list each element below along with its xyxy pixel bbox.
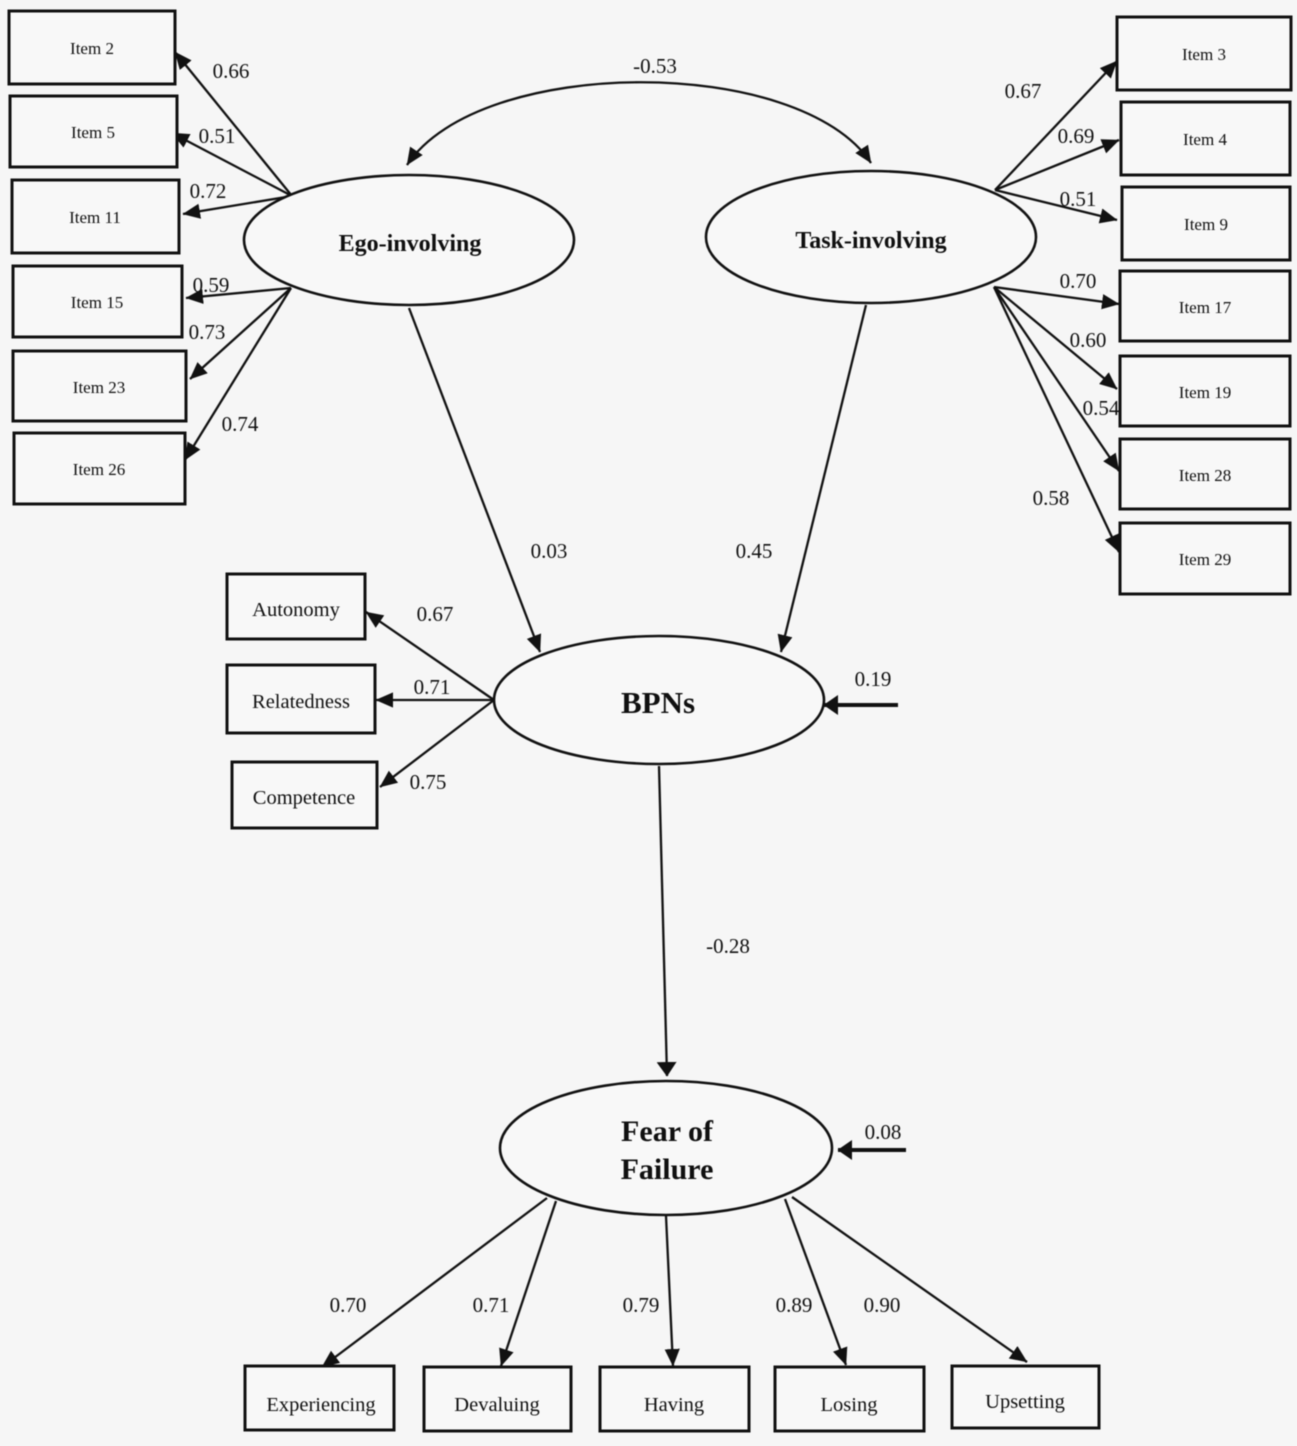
svg-text:BPNs: BPNs <box>621 685 695 720</box>
svg-text:0.66: 0.66 <box>213 59 250 83</box>
svg-text:Item 26: Item 26 <box>73 460 125 479</box>
svg-text:0.70: 0.70 <box>1060 269 1097 293</box>
svg-text:Item 29: Item 29 <box>1179 550 1231 569</box>
svg-text:Item 19: Item 19 <box>1179 383 1231 402</box>
svg-text:0.71: 0.71 <box>414 675 451 699</box>
svg-text:0.59: 0.59 <box>193 273 230 297</box>
svg-text:Upsetting: Upsetting <box>985 1391 1065 1413</box>
svg-text:Item 4: Item 4 <box>1183 130 1227 149</box>
svg-text:0.54: 0.54 <box>1083 396 1120 420</box>
svg-text:Item 2: Item 2 <box>70 39 114 58</box>
svg-text:Item 17: Item 17 <box>1179 298 1232 317</box>
svg-text:0.70: 0.70 <box>330 1293 367 1317</box>
svg-text:0.45: 0.45 <box>736 539 773 563</box>
svg-text:Autonomy: Autonomy <box>252 599 340 621</box>
svg-text:Failure: Failure <box>621 1153 714 1186</box>
svg-text:0.67: 0.67 <box>417 602 454 626</box>
svg-text:0.58: 0.58 <box>1033 486 1070 510</box>
svg-text:0.75: 0.75 <box>410 770 447 794</box>
svg-text:Item 9: Item 9 <box>1184 215 1228 234</box>
svg-text:0.19: 0.19 <box>855 667 892 691</box>
svg-text:Item 5: Item 5 <box>71 123 115 142</box>
svg-text:0.90: 0.90 <box>864 1293 901 1317</box>
svg-text:0.72: 0.72 <box>190 179 227 203</box>
svg-text:Relatedness: Relatedness <box>252 691 350 713</box>
svg-text:Item 11: Item 11 <box>69 208 121 227</box>
svg-text:Item 23: Item 23 <box>73 378 125 397</box>
svg-text:0.74: 0.74 <box>222 412 259 436</box>
svg-text:0.60: 0.60 <box>1070 328 1107 352</box>
svg-text:-0.53: -0.53 <box>633 54 677 78</box>
svg-text:Ego-involving: Ego-involving <box>339 231 482 257</box>
svg-text:-0.28: -0.28 <box>706 934 750 958</box>
svg-text:Having: Having <box>644 1394 704 1416</box>
svg-text:Item 28: Item 28 <box>1179 466 1231 485</box>
svg-text:0.51: 0.51 <box>199 124 236 148</box>
svg-text:0.51: 0.51 <box>1060 187 1097 211</box>
svg-text:0.89: 0.89 <box>776 1293 813 1317</box>
svg-text:Fear of: Fear of <box>621 1115 714 1148</box>
svg-text:0.79: 0.79 <box>623 1293 660 1317</box>
svg-text:0.67: 0.67 <box>1005 79 1042 103</box>
svg-text:0.73: 0.73 <box>189 320 226 344</box>
svg-text:0.08: 0.08 <box>865 1120 902 1144</box>
svg-text:0.03: 0.03 <box>531 539 568 563</box>
svg-text:Experiencing: Experiencing <box>266 1394 375 1416</box>
svg-text:Competence: Competence <box>253 787 355 809</box>
svg-text:Task-involving: Task-involving <box>795 228 946 254</box>
svg-text:Item 15: Item 15 <box>71 293 123 312</box>
svg-text:Losing: Losing <box>821 1394 878 1416</box>
svg-text:Item 3: Item 3 <box>1182 45 1226 64</box>
svg-text:0.71: 0.71 <box>473 1293 510 1317</box>
svg-text:Devaluing: Devaluing <box>454 1394 539 1416</box>
svg-text:0.69: 0.69 <box>1058 124 1095 148</box>
